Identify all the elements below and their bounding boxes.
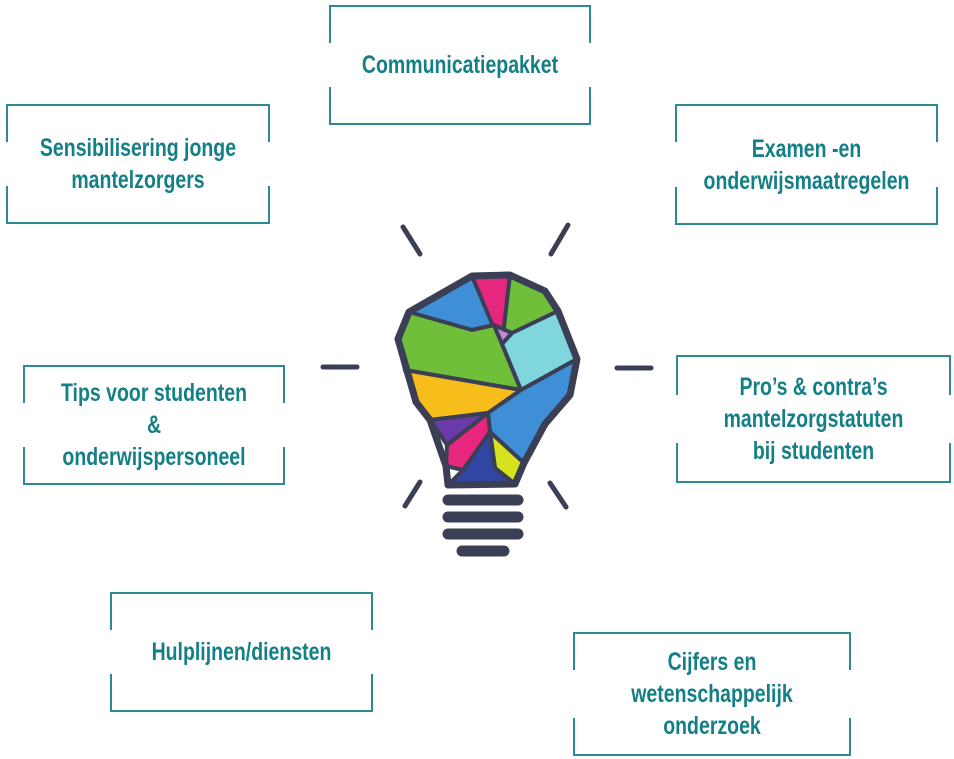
- bulb-glass: [396, 273, 579, 487]
- topic-label: Tips voor studenten & onderwijspersoneel: [60, 379, 247, 471]
- topic-label: Examen -en onderwijsmaatregelen: [703, 134, 910, 195]
- topic-box-tips: Tips voor studenten & onderwijspersoneel: [23, 365, 285, 485]
- topic-box-examen: Examen -en onderwijsmaatregelen: [675, 104, 938, 225]
- topic-box-pros-contras: Pro’s & contra’s mantelzorgstatuten bij …: [676, 355, 951, 483]
- topic-label: Sensibilisering jonge mantelzorgers: [39, 134, 237, 194]
- topic-label: Communicatiepakket: [361, 51, 559, 79]
- topic-label: Cijfers en wetenschappelijk onderzoek: [631, 648, 793, 740]
- topic-label: Pro’s & contra’s mantelzorgstatuten bij …: [723, 373, 904, 465]
- bulb-outline: [394, 271, 581, 489]
- topic-box-cijfers: Cijfers en wetenschappelijk onderzoek: [573, 632, 851, 756]
- bulb-base: [442, 494, 524, 557]
- topic-label: Hulplijnen/diensten: [151, 638, 332, 666]
- topic-box-hulplijnen: Hulplijnen/diensten: [110, 592, 373, 712]
- topic-box-communicatiepakket: Communicatiepakket: [329, 5, 591, 125]
- bulb-rays: [320, 222, 654, 510]
- topic-box-sensibilisering: Sensibilisering jonge mantelzorgers: [6, 104, 270, 224]
